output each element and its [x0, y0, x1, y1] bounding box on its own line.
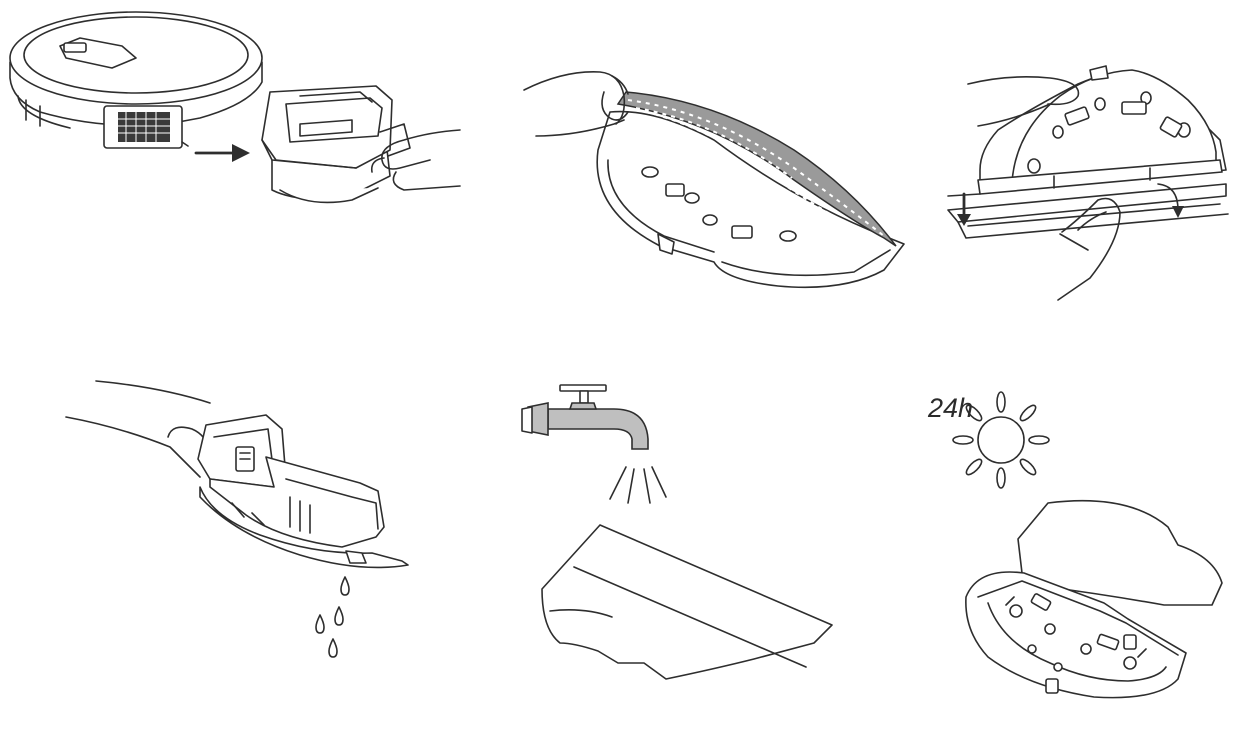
- mop-bracket-icon: [966, 572, 1186, 698]
- water-tank-icon: [262, 86, 410, 202]
- hand-icon: [372, 130, 460, 190]
- mop-cloth-icon: [542, 525, 832, 679]
- dry-illustration: [828, 367, 1242, 734]
- mop-cloth-icon: [618, 92, 896, 246]
- drain-tank-illustration: [0, 367, 414, 734]
- hand-icon: [524, 72, 628, 136]
- step-detach-mop-bracket: [828, 0, 1242, 367]
- drying-duration-label: 24h: [928, 393, 974, 423]
- sun-icon: [953, 392, 1049, 488]
- step-rinse-under-tap: [414, 367, 828, 734]
- curved-arrow-icon: [1158, 184, 1184, 218]
- step-dry-in-sun: 24h: [828, 367, 1242, 734]
- arrow-down-icon: [957, 194, 971, 226]
- rinse-illustration: [414, 367, 828, 734]
- water-stream-icon: [610, 467, 666, 503]
- detach-bracket-illustration: [828, 0, 1242, 367]
- robot-vacuum-icon: [10, 12, 262, 148]
- step-remove-tank: [0, 0, 414, 367]
- hand-icon: [968, 77, 1120, 300]
- mop-bracket-icon: [948, 66, 1226, 196]
- faucet-icon: [522, 385, 648, 449]
- peel-cloth-illustration: [414, 0, 828, 367]
- arrow-right-icon: [196, 144, 250, 162]
- hand-icon: [66, 381, 210, 477]
- water-tank-icon: [198, 415, 408, 567]
- step-peel-mop-cloth: [414, 0, 828, 367]
- step-drain-tank: [0, 367, 414, 734]
- remove-tank-illustration: [0, 0, 414, 367]
- water-drops-icon: [316, 577, 349, 657]
- mop-cloth-icon: [1018, 501, 1222, 605]
- mop-plate-icon: [597, 112, 904, 288]
